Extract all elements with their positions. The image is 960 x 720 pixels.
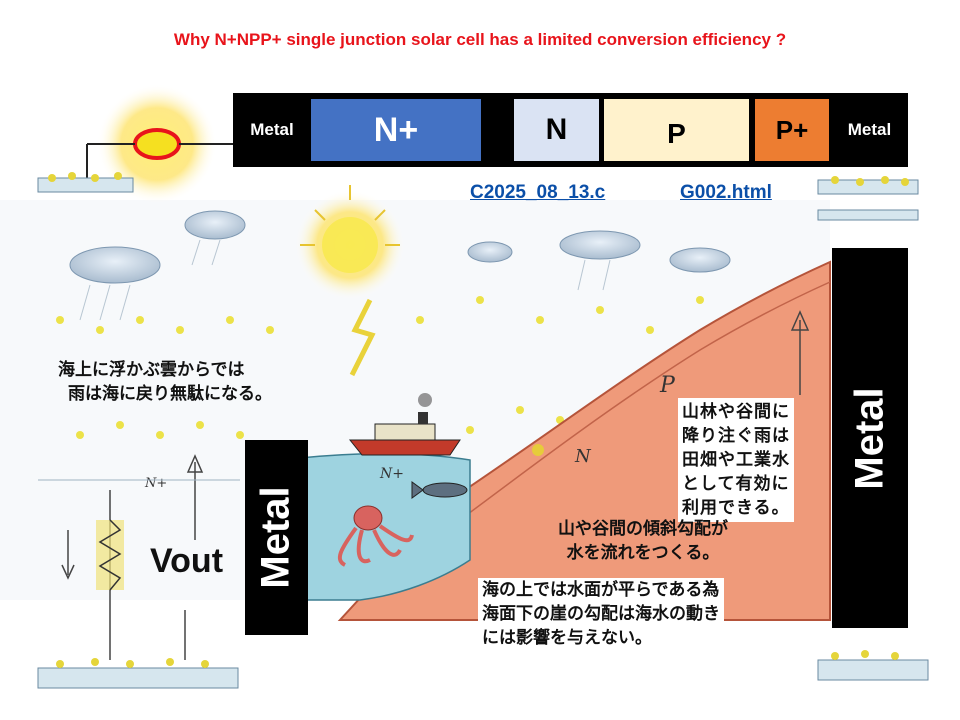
ship-icon bbox=[348, 393, 461, 456]
text-line: 降り注ぐ雨は bbox=[682, 426, 790, 446]
fish-icon bbox=[411, 481, 468, 499]
metal-bar-right: Metal bbox=[832, 248, 908, 628]
metal-bar-left: Metal bbox=[245, 440, 308, 635]
layer-metal-right: Metal bbox=[847, 120, 892, 139]
layer-n: N bbox=[514, 99, 599, 161]
text-left-cloud: 海上に浮かぶ雲からでは 雨は海に戻り無駄になる。 bbox=[58, 358, 272, 406]
layer-n-plus: N+ bbox=[311, 99, 481, 161]
text-right-mountain: 山林や谷間に 降り注ぐ雨は 田畑や工業水 として有効に 利用できる。 bbox=[678, 398, 794, 522]
metal-bar-right-label: Metal bbox=[847, 386, 892, 490]
text-line: 山林や谷間に bbox=[682, 402, 790, 422]
text-line: 海面下の崖の勾配は海水の動き bbox=[482, 604, 720, 624]
text-line: 海上に浮かぶ雲からでは bbox=[58, 360, 245, 380]
page-title: Why N+NPP+ single junction solar cell ha… bbox=[173, 30, 787, 49]
layer-metal-left: Metal bbox=[250, 120, 294, 139]
text-slope: 山や谷間の傾斜勾配が 水を流れをつくる。 bbox=[558, 517, 728, 565]
layer-p-plus: P+ bbox=[755, 99, 829, 161]
link-g-file[interactable]: G002.html bbox=[680, 182, 772, 203]
metal-bar-left-label: Metal bbox=[254, 486, 298, 589]
text-line: 水を流れをつくる。 bbox=[566, 543, 720, 563]
vout-label: Vout bbox=[150, 542, 224, 580]
octopus-icon bbox=[337, 505, 414, 567]
text-line: 田畑や工業水 bbox=[682, 450, 790, 470]
text-line: には影響を与えない。 bbox=[482, 628, 652, 648]
layer-bar: Metal N+ N P P+ Metal bbox=[233, 93, 908, 167]
link-c-file[interactable]: C2025_08_13.c bbox=[470, 182, 606, 203]
text-line: 海の上では水面が平らである為 bbox=[482, 580, 720, 600]
text-line: 雨は海に戻り無駄になる。 bbox=[68, 384, 272, 404]
text-sea: 海の上では水面が平らである為 海面下の崖の勾配は海水の動き には影響を与えない。 bbox=[478, 578, 724, 650]
sketch-label-p: P bbox=[659, 373, 676, 398]
text-line: として有効に bbox=[682, 474, 790, 494]
sketch-label-nplus: N+ bbox=[379, 466, 404, 482]
sketch-label-n: N bbox=[574, 446, 592, 467]
layer-p: P bbox=[604, 99, 749, 161]
text-line: 山や谷間の傾斜勾配が bbox=[558, 519, 728, 539]
text-line: 利用できる。 bbox=[682, 498, 790, 518]
sketch-label-nplus-left: N+ bbox=[144, 476, 167, 491]
